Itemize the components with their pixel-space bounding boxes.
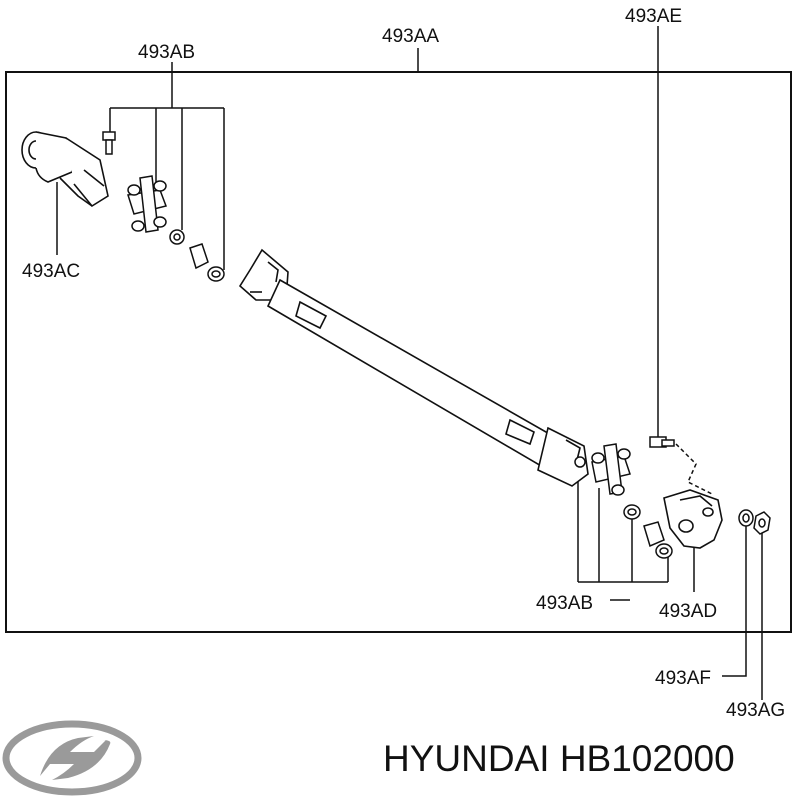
leader-lines xyxy=(56,26,763,700)
callout-493AC: 493AC xyxy=(22,261,80,282)
callout-493AB-top: 493AB xyxy=(138,42,195,63)
callout-493AE: 493AE xyxy=(625,6,682,27)
callout-493AB-bottom: 493AB xyxy=(536,593,593,614)
diagram-frame xyxy=(5,71,792,633)
callout-493AF: 493AF xyxy=(655,668,711,689)
top-joint-bolt-part xyxy=(102,131,116,155)
brand-name: HYUNDAI xyxy=(383,738,550,779)
callout-493AG: 493AG xyxy=(726,700,785,721)
bottom-spider-part xyxy=(574,443,631,496)
hyundai-logo-icon xyxy=(2,720,142,796)
brand-part-number: HYUNDAI HB102000 xyxy=(383,738,735,780)
washer-and-nut-parts xyxy=(738,509,771,535)
bottom-joint-small-parts xyxy=(623,504,673,559)
propeller-shaft-part xyxy=(238,248,589,487)
callout-493AD: 493AD xyxy=(659,601,717,622)
top-joint-small-parts xyxy=(169,229,225,282)
part-number: HB102000 xyxy=(559,738,735,779)
flange-bolt-part xyxy=(649,436,713,495)
flange-yoke-part xyxy=(663,489,723,549)
front-yoke-part xyxy=(21,131,109,208)
top-spider-part xyxy=(127,175,167,233)
callout-493AA: 493AA xyxy=(382,26,439,47)
